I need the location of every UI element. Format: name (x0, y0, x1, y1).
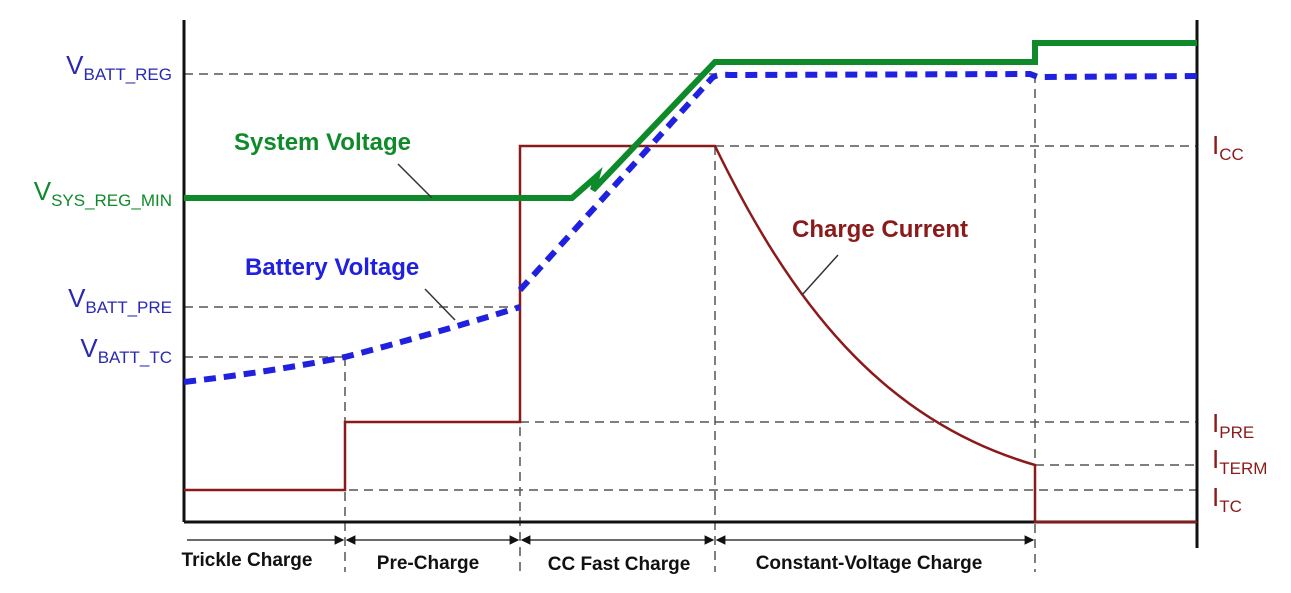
charge-current-label: Charge Current (792, 216, 968, 243)
reference-lines (184, 73, 1197, 572)
ipre-label: IPRE (1212, 408, 1254, 442)
itc-label: ITC (1212, 482, 1242, 516)
battery-voltage-label: Battery Voltage (245, 254, 419, 281)
phase-cc-fast-charge: CC Fast Charge (548, 554, 691, 575)
vsys-reg-min-label: VSYS_REG_MIN (34, 176, 172, 210)
phase-trickle-charge: Trickle Charge (182, 550, 313, 571)
vbatt-reg-label: VBATT_REG (66, 50, 172, 84)
vbatt-tc-label: VBATT_TC (80, 333, 172, 367)
charge-current-pointer (801, 254, 839, 296)
phase-constant-voltage-charge: Constant-Voltage Charge (756, 553, 983, 574)
phase-pre-charge: Pre-Charge (377, 553, 479, 574)
icc-label: ICC (1212, 130, 1244, 164)
system-voltage-curve (184, 40, 1197, 201)
iterm-label: ITERM (1212, 444, 1267, 478)
system-voltage-pointer (397, 163, 433, 199)
system-voltage-label: System Voltage (234, 129, 411, 156)
battery-voltage-curve (183, 70, 1198, 385)
charge-current-curve (184, 144, 1197, 524)
battery-voltage-pointer (424, 288, 456, 321)
vbatt-pre-label: VBATT_PRE (68, 283, 172, 317)
